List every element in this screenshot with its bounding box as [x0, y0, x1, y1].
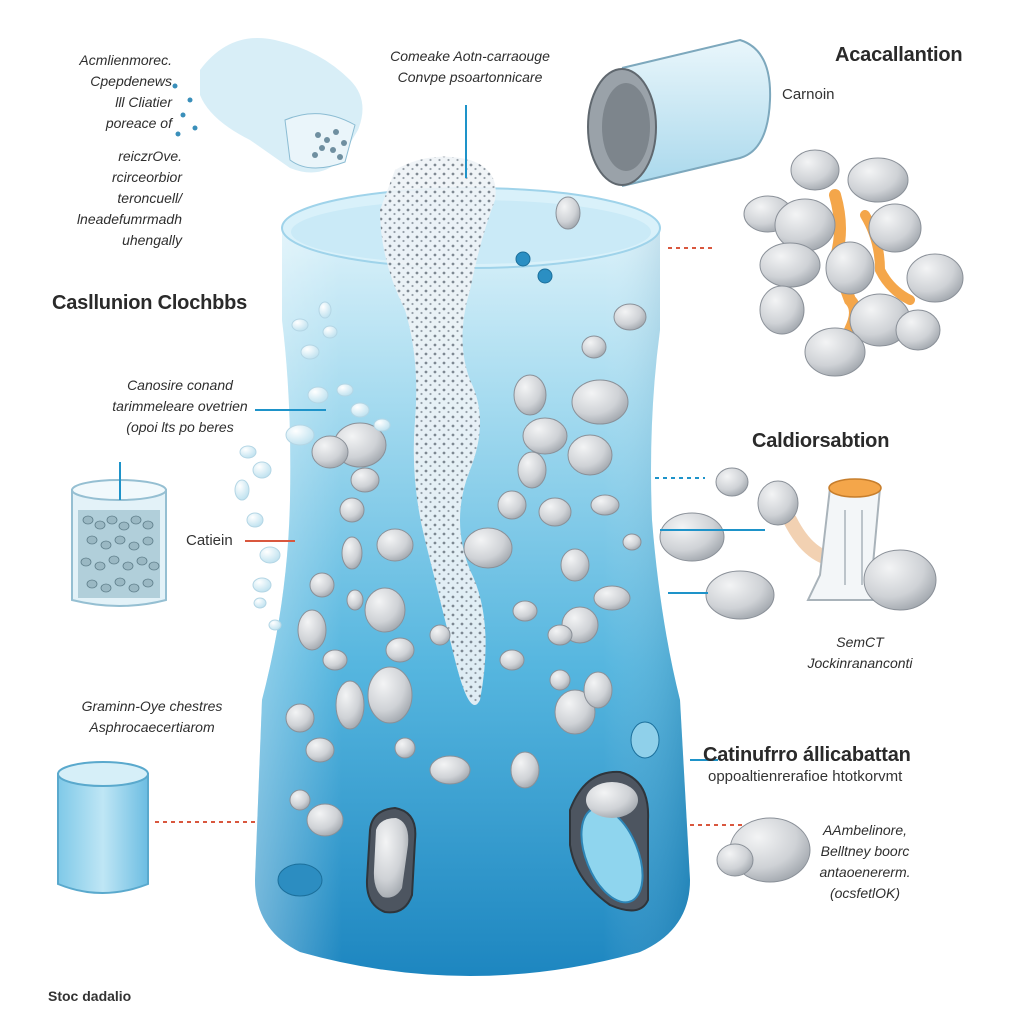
- particle-plume: [380, 156, 496, 705]
- label-line: Belltney boorc: [820, 843, 910, 859]
- heading-top-right: Acacallantion: [835, 44, 963, 66]
- label-line: Graminn-Oye chestres: [81, 698, 223, 714]
- label-line: SemCT: [836, 634, 884, 650]
- label-line: Cpepdenews: [90, 73, 172, 89]
- label-line: Asphrocaecertiarom: [89, 719, 215, 735]
- mist-flask: [172, 38, 363, 173]
- label-top-left: Acmlienmorec. Cpepdenews lll Cliatier po…: [40, 50, 172, 134]
- label-cation-small: Catiein: [186, 532, 233, 549]
- label-line: (ocsfetlOK): [829, 885, 900, 901]
- label-line: poreace of: [105, 115, 172, 131]
- label-line: lll Cliatier: [115, 94, 172, 110]
- label-line: AAmbelinore,: [822, 822, 908, 838]
- tube-cylinder: [587, 38, 772, 187]
- label-subtitle-bottom: oppoaltienrerafioe htotkorvmt: [708, 768, 903, 785]
- label-line: tarimmeleare ovetrien: [112, 398, 248, 414]
- label-sample-left: Graminn-Oye chestres Asphrocaecertiarom: [52, 696, 252, 738]
- right-apparatus: [659, 467, 937, 620]
- label-line: Canosire conand: [127, 377, 233, 393]
- leader-lines: [155, 105, 765, 826]
- label-line: Acmlienmorec.: [79, 52, 172, 68]
- pebble-beaker: [71, 462, 167, 607]
- footer-label: Stoc dadalio: [48, 988, 132, 1004]
- label-line: Comeake Aotn-carraouge: [390, 48, 550, 64]
- pebbles-in-vessel: [285, 196, 647, 837]
- floating-bubbles: [234, 301, 391, 631]
- label-line: Convpe psoartonnicare: [397, 69, 543, 85]
- label-line: lneadefumrmadh: [76, 211, 182, 227]
- label-reaction-left: Canosire conand tarimmeleare ovetrien (o…: [70, 375, 290, 438]
- label-line: uhengally: [122, 232, 182, 248]
- label-mid-left: reiczrOve. rcirceorbior teroncuell/ lnea…: [40, 146, 182, 251]
- label-camion: Carnoin: [782, 86, 835, 103]
- label-semct: SemCT Jockinrananconti: [780, 632, 940, 674]
- right-pebble: [716, 817, 811, 883]
- label-line: reiczrOve.: [118, 148, 182, 164]
- bottom-chambers: [365, 770, 650, 914]
- label-line: Jockinrananconti: [807, 655, 913, 671]
- label-line: (opoi lts po beres: [126, 419, 234, 435]
- heading-left: Casllunion Clochbbs: [52, 292, 248, 314]
- pebble-cluster: [743, 149, 964, 377]
- heading-right: Caldiorsabtion: [752, 430, 890, 452]
- blue-cylinder: [57, 761, 149, 894]
- label-line: antaoenererm.: [819, 864, 911, 880]
- label-description-right: AAmbelinore, Belltney boorc antaoenererm…: [790, 820, 940, 904]
- label-line: teroncuell/: [117, 190, 182, 206]
- label-top-center: Comeake Aotn-carraouge Convpe psoartonni…: [360, 46, 580, 88]
- blue-stones: [277, 251, 660, 897]
- label-line: rcirceorbior: [111, 169, 182, 185]
- heading-bottom-right: Catinufrro állicabattan: [703, 744, 911, 766]
